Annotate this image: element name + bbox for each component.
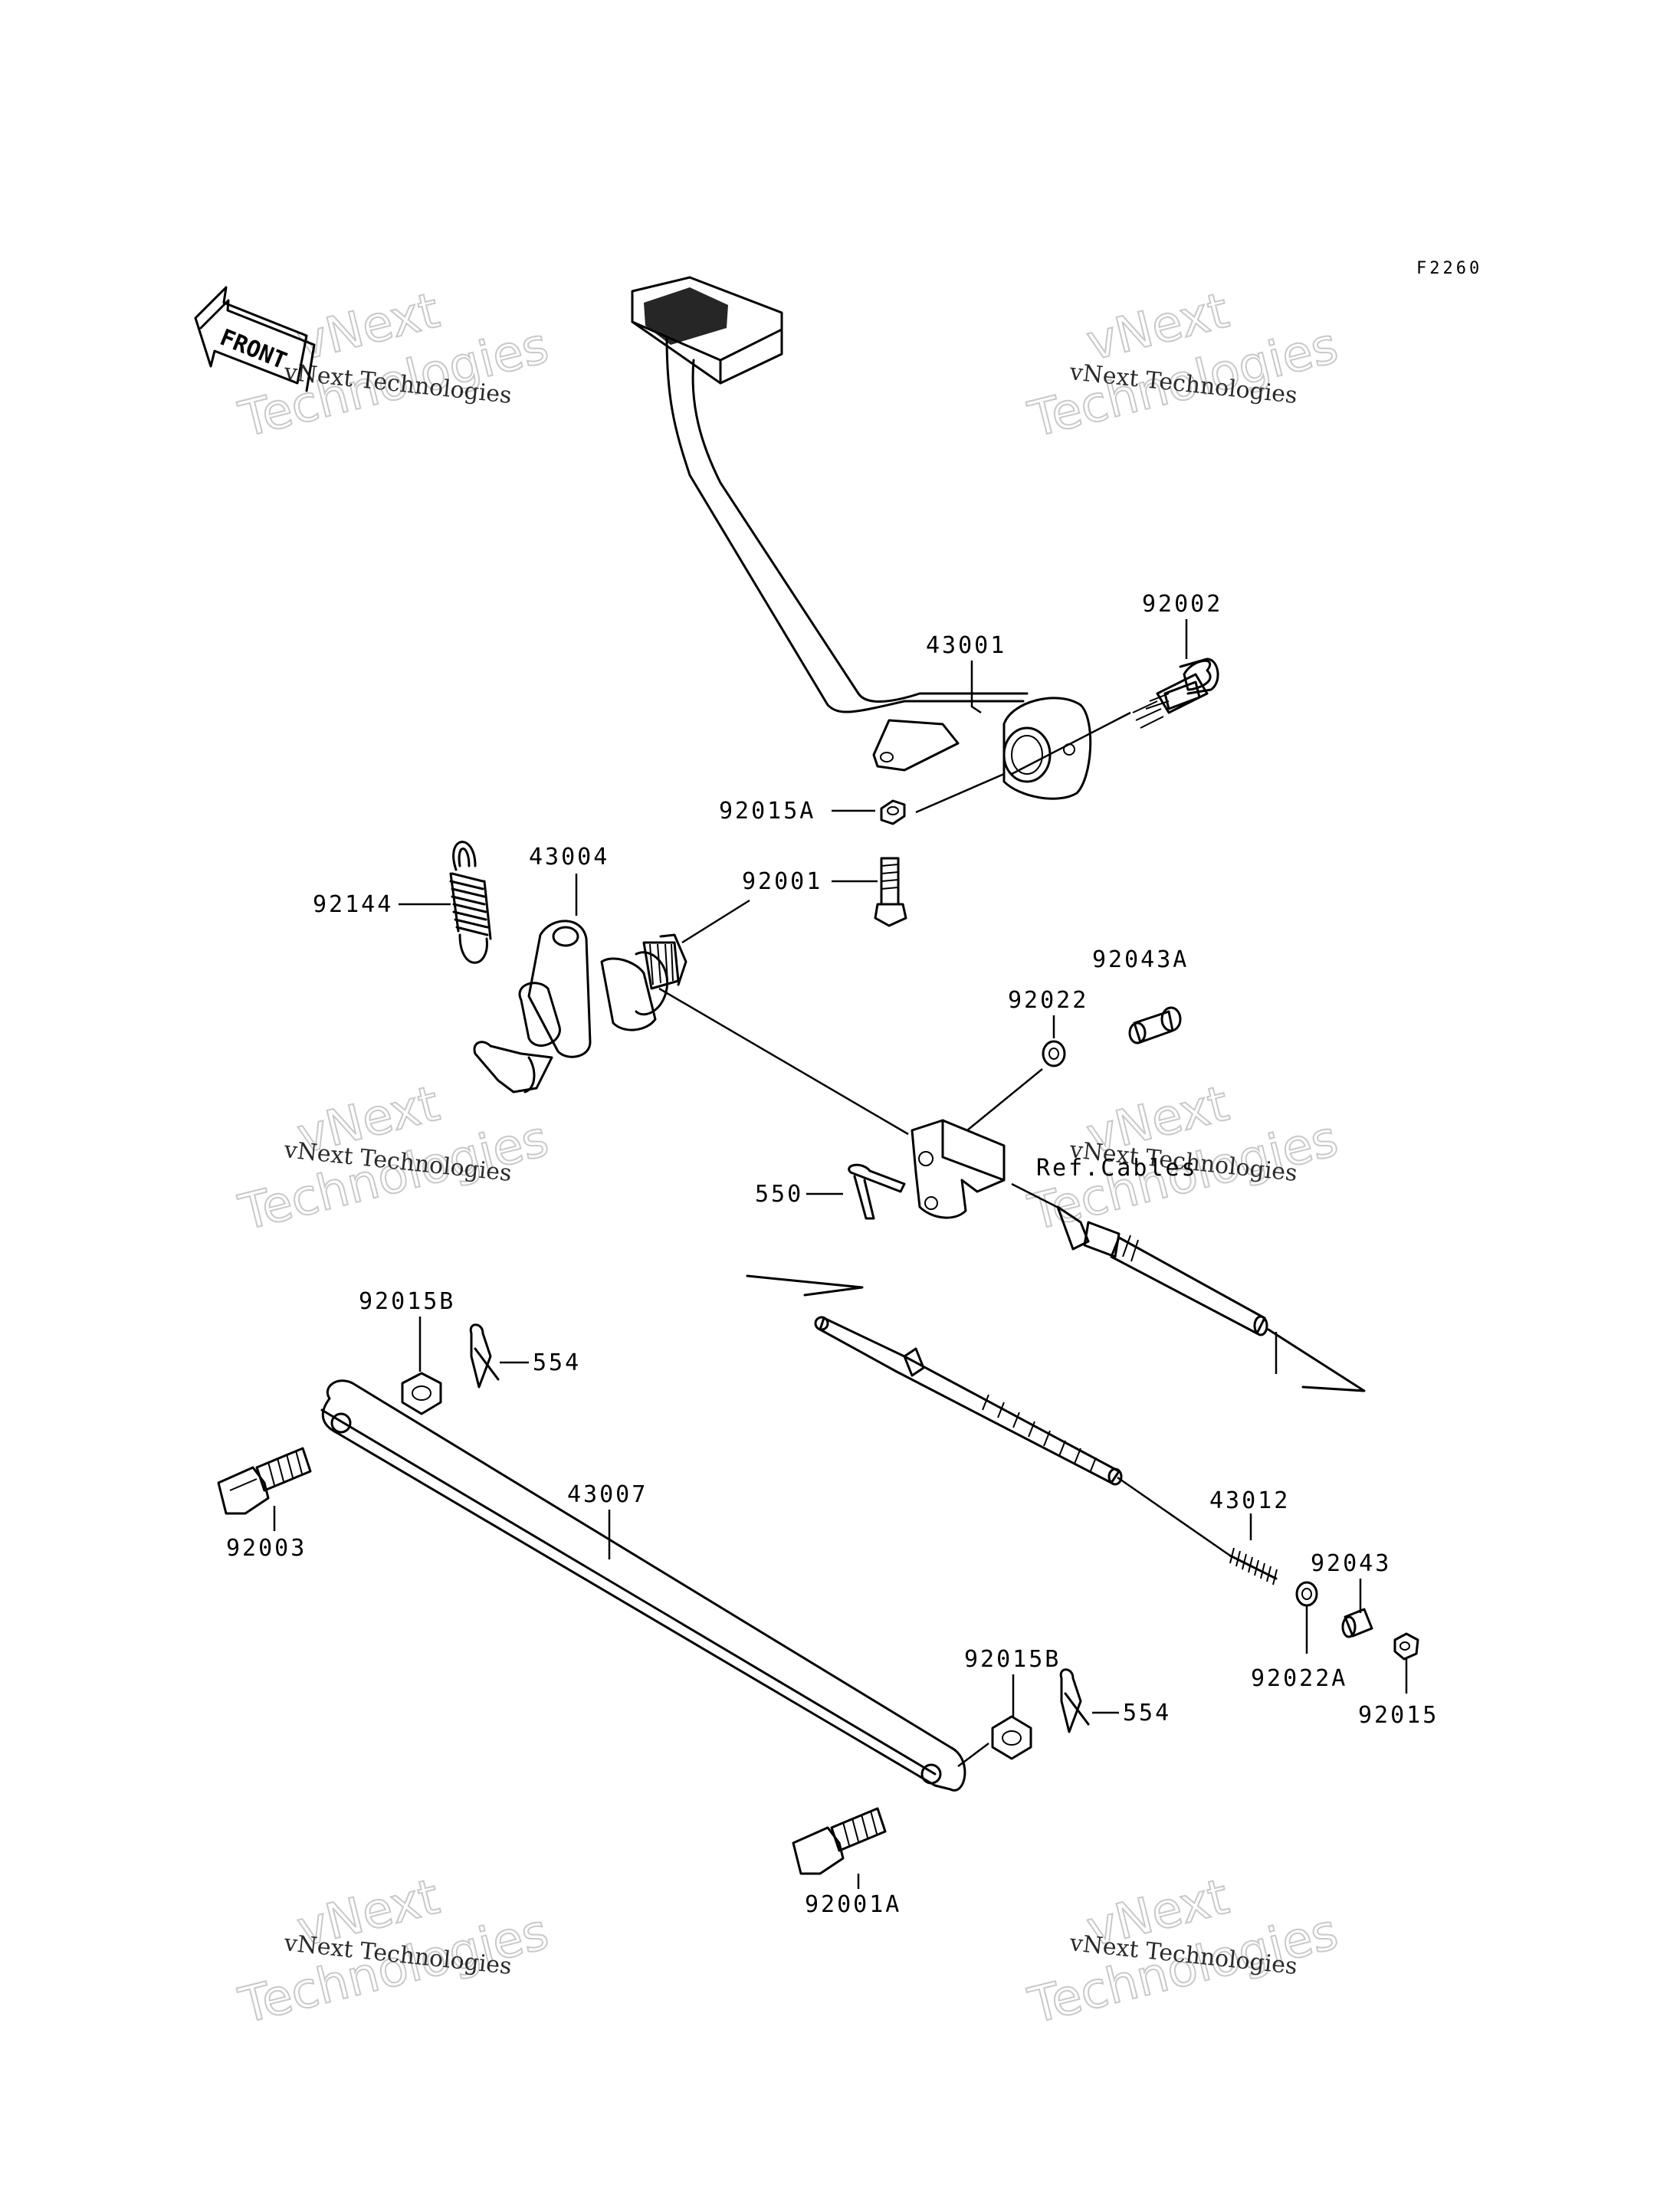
- label-554-top: 554: [533, 1349, 581, 1376]
- label-92015: 92015: [1358, 1702, 1439, 1729]
- clip-554-bottom: [1059, 1668, 1090, 1733]
- pedal-tread-pattern: [644, 287, 728, 345]
- diagram-code: F2260: [1416, 259, 1482, 278]
- nut-92015A: [880, 799, 906, 825]
- label-92144: 92144: [313, 891, 393, 918]
- label-43012: 43012: [1209, 1487, 1290, 1514]
- bolt-92002: [1132, 657, 1219, 729]
- label-92001A: 92001A: [805, 1891, 901, 1918]
- label-43007: 43007: [567, 1481, 648, 1508]
- label-92002: 92002: [1142, 591, 1222, 618]
- cotter-pin-550: [848, 1163, 906, 1220]
- pin-92043A: [1128, 1006, 1182, 1044]
- ref-cables-label: Ref.Cables: [1036, 1155, 1198, 1182]
- label-92001: 92001: [742, 868, 822, 895]
- watermark-bottom-left: vNext Technologies vNext Technologies: [233, 1867, 555, 2035]
- bolt-92001A: [792, 1807, 887, 1875]
- label-43001: 43001: [926, 632, 1006, 659]
- washer-92022: [1042, 1040, 1066, 1067]
- bolt-92003: [217, 1447, 312, 1515]
- washer-92022A: [1295, 1581, 1318, 1607]
- washer-92015B-bottom: [991, 1715, 1032, 1760]
- label-43004: 43004: [529, 844, 609, 871]
- label-92015A: 92015A: [719, 798, 815, 825]
- clip-554-top: [469, 1323, 500, 1389]
- leader-lines: [273, 619, 1408, 1889]
- brake-pedal-43001: [631, 276, 1092, 800]
- pin-92043: [1341, 1608, 1373, 1638]
- label-92015B-bottom: 92015B: [964, 1646, 1061, 1673]
- cable-inner-lower: [814, 1316, 1123, 1486]
- break-arrow-right: [1267, 1328, 1366, 1392]
- nut-92015: [1393, 1632, 1419, 1661]
- watermark-top-right: vNext Technologies vNext Technologies: [1022, 281, 1344, 449]
- label-92003: 92003: [226, 1535, 307, 1562]
- rod-43007: [320, 1379, 966, 1792]
- cable-outer-upper: [1011, 1182, 1268, 1336]
- brake-arm-43004: [473, 920, 687, 1094]
- break-arrow-left: [746, 1274, 864, 1297]
- watermark-mid-left: vNext Technologies vNext Technologies: [233, 1074, 555, 1242]
- label-554-bottom: 554: [1123, 1700, 1171, 1726]
- watermark-bottom-right: vNext Technologies vNext Technologies: [1022, 1867, 1344, 2035]
- bolt-92001: [874, 857, 907, 927]
- spring-43012: [1229, 1547, 1278, 1585]
- washer-92015B-top: [401, 1372, 442, 1415]
- label-92015B-top: 92015B: [359, 1288, 455, 1315]
- label-92043: 92043: [1311, 1550, 1391, 1577]
- label-92022A: 92022A: [1251, 1665, 1347, 1692]
- label-550: 550: [755, 1181, 803, 1208]
- spring-92144: [449, 841, 492, 964]
- label-92022: 92022: [1008, 987, 1088, 1014]
- clevis-joint: [911, 1119, 1006, 1219]
- label-92043A: 92043A: [1092, 946, 1189, 973]
